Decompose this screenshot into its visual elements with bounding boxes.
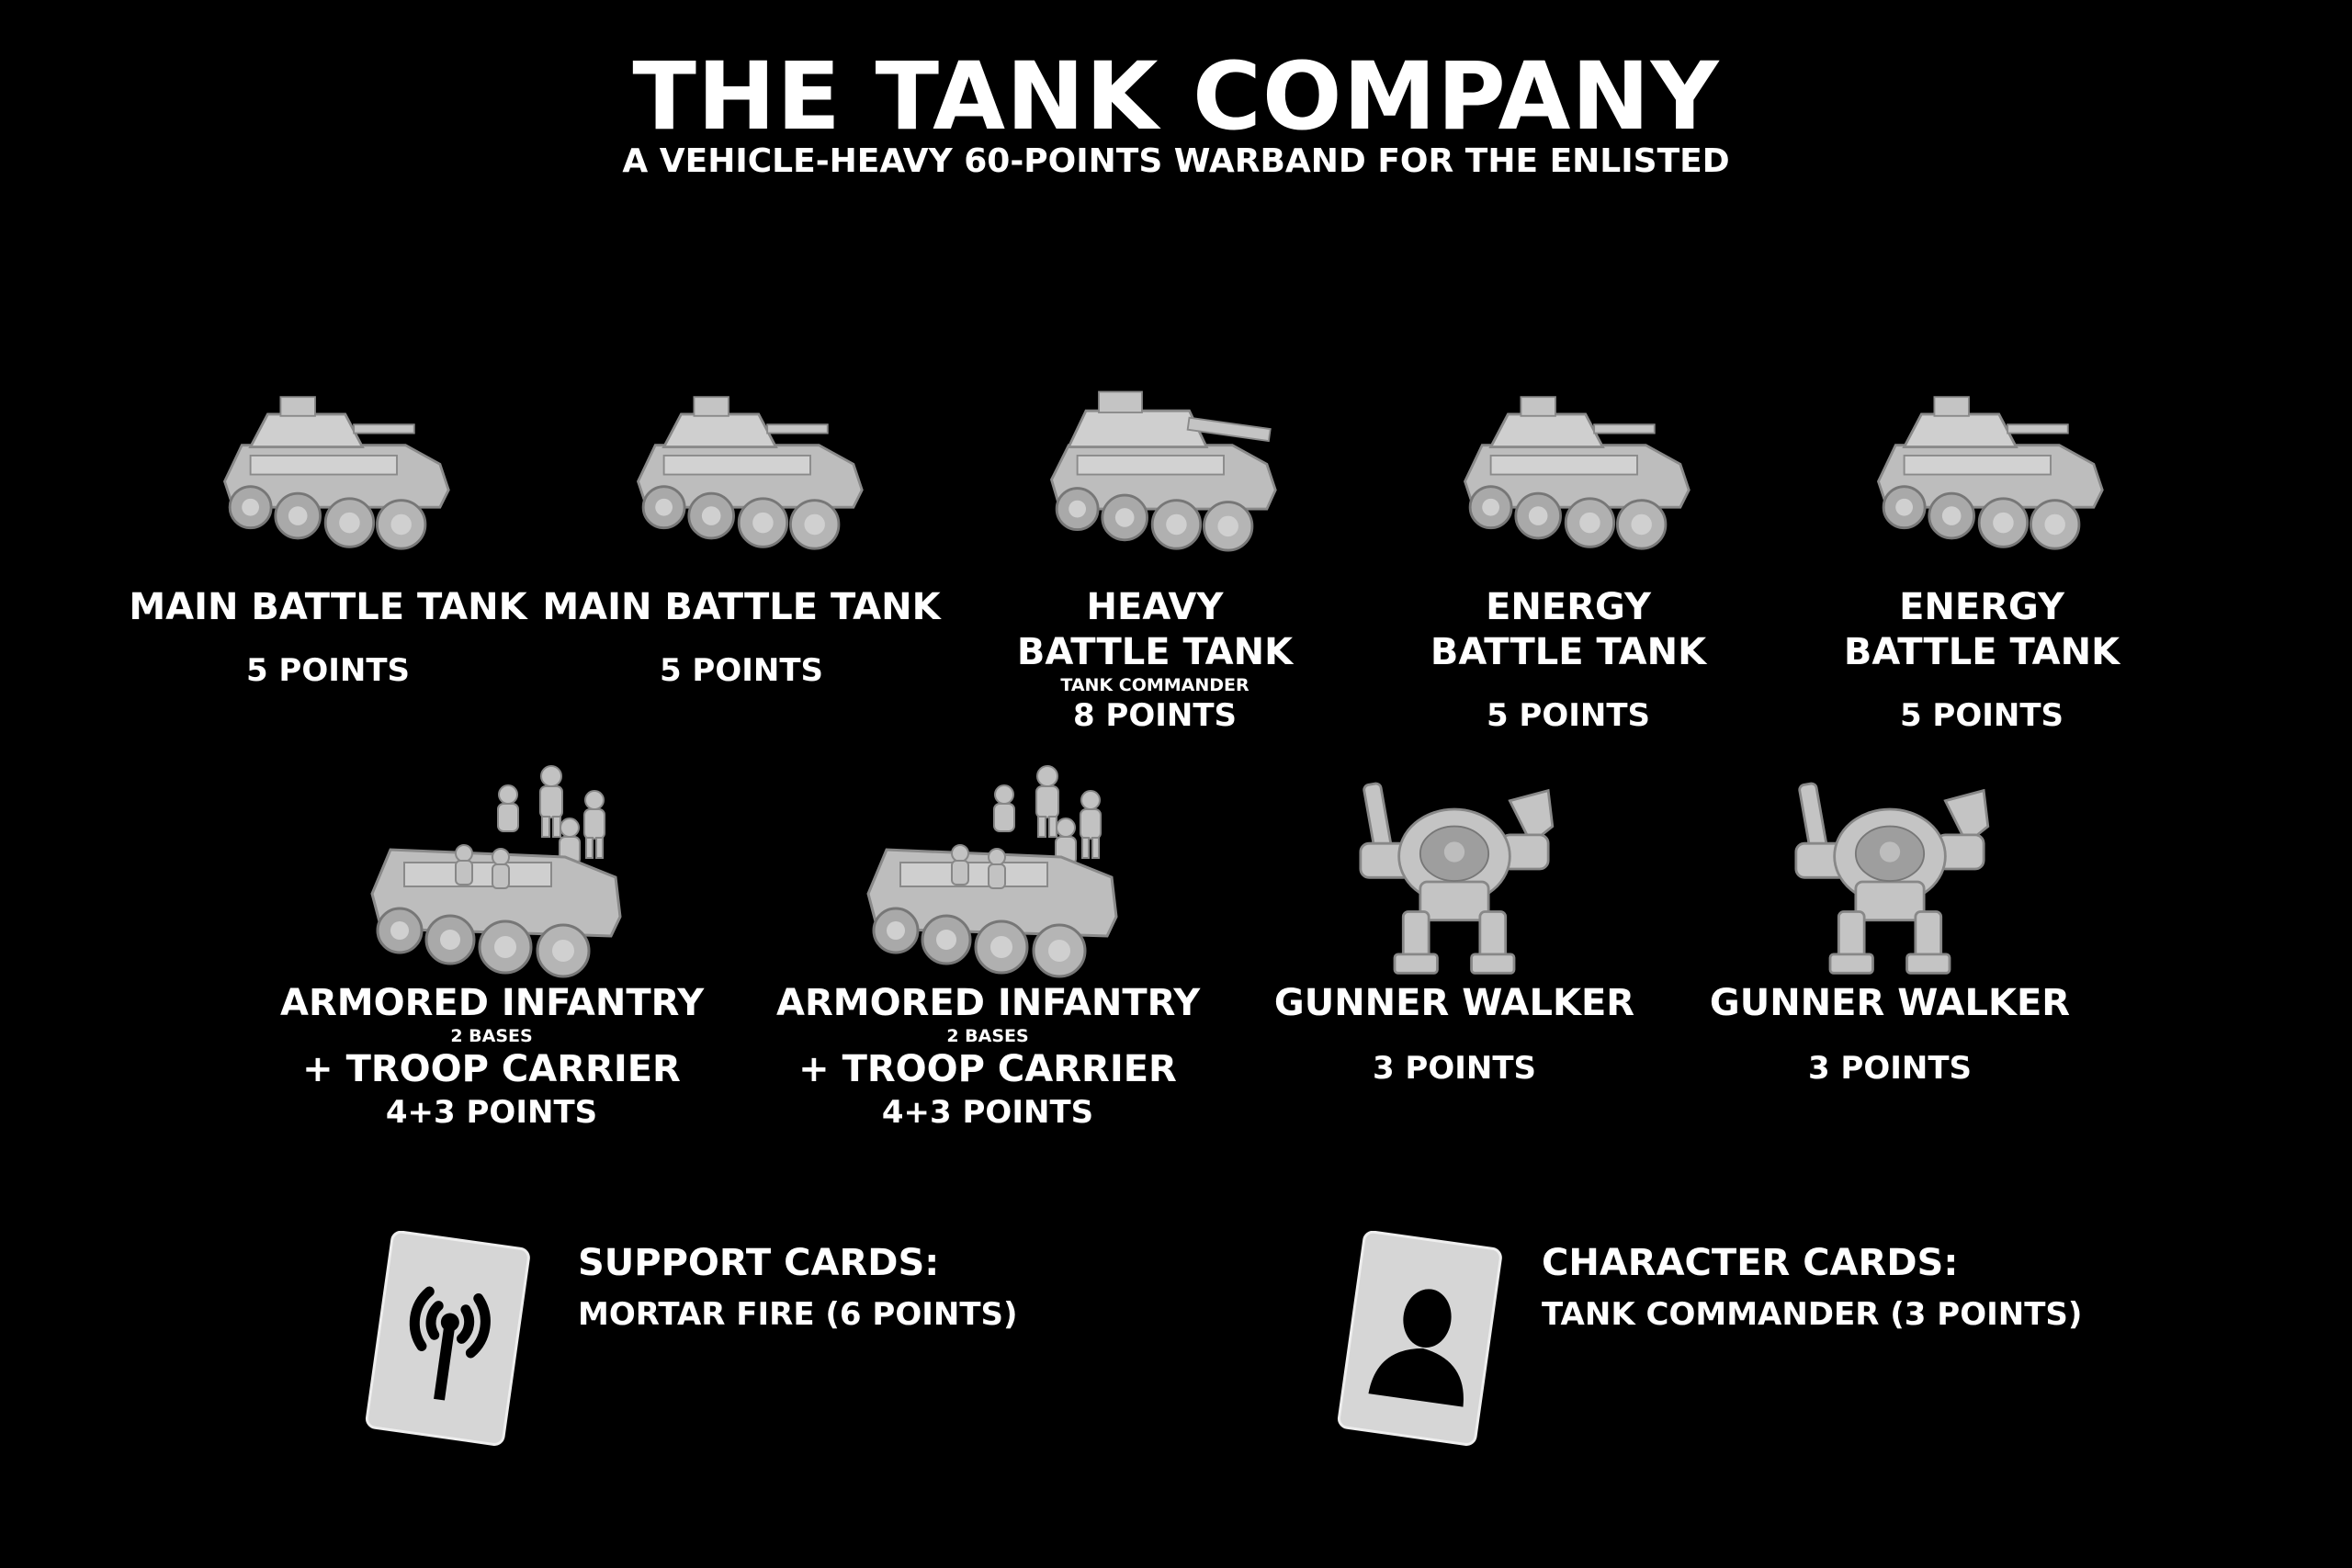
unit-name-line2: BATTLE TANK	[1016, 631, 1294, 673]
unit-points: 4+3 POINTS	[385, 1094, 598, 1131]
unit-name-line2: BATTLE TANK	[1843, 631, 2120, 673]
unit-name: MAIN BATTLE TANK	[542, 586, 941, 628]
unit-points: 5 POINTS	[659, 652, 824, 689]
unit-name-line2: BATTLE TANK	[1430, 631, 1707, 673]
unit-carrier: + TROOP CARRIER	[798, 1048, 1177, 1090]
tank-miniature-icon	[1877, 395, 2104, 550]
walker-mech-miniature-icon	[1794, 781, 1990, 975]
tank-miniature-icon	[1464, 395, 1690, 550]
unit-points: 5 POINTS	[245, 652, 411, 689]
unit-heavy-battle-tank: HEAVY BATTLE TANK TANK COMMANDER 8 POINT…	[944, 372, 1366, 736]
unit-points: 4+3 POINTS	[881, 1094, 1094, 1131]
troop-carrier-with-infantry-miniature-icon	[866, 764, 1118, 978]
character-card-item: TANK COMMANDER (3 POINTS)	[1542, 1296, 2083, 1333]
radio-antenna-card-icon	[365, 1231, 530, 1446]
walker-mech-miniature-icon	[1359, 781, 1555, 975]
unit-gunner-walker-1: GUNNER WALKER 3 POINTS	[1243, 770, 1666, 1089]
unit-main-battle-tank-1: MAIN BATTLE TANK 5 POINTS	[117, 372, 539, 691]
page-title: THE TANK COMPANY	[632, 42, 1720, 152]
unit-role: TANK COMMANDER	[1060, 675, 1250, 695]
tank-miniature-icon	[637, 395, 864, 550]
person-silhouette-card-icon	[1337, 1231, 1502, 1446]
troop-carrier-with-infantry-miniature-icon	[370, 764, 622, 978]
unit-points: 5 POINTS	[1486, 697, 1651, 734]
unit-bases: 2 BASES	[450, 1026, 533, 1046]
tank-miniature-icon	[223, 395, 450, 550]
unit-name: GUNNER WALKER	[1709, 982, 2071, 1024]
unit-armored-infantry-1: ARMORED INFANTRY 2 BASES + TROOP CARRIER…	[280, 756, 705, 1133]
heavy-tank-miniature-icon	[1050, 390, 1277, 552]
unit-gunner-walker-2: GUNNER WALKER 3 POINTS	[1679, 770, 2101, 1089]
support-card-item: MORTAR FIRE (6 POINTS)	[578, 1296, 1018, 1333]
unit-points: 8 POINTS	[1072, 697, 1238, 734]
unit-carrier: + TROOP CARRIER	[302, 1048, 681, 1090]
page-subtitle: A VEHICLE-HEAVY 60-POINTS WARBAND FOR TH…	[622, 142, 1730, 180]
unit-points: 5 POINTS	[1899, 697, 2064, 734]
unit-armored-infantry-2: ARMORED INFANTRY 2 BASES + TROOP CARRIER…	[776, 756, 1201, 1133]
unit-main-battle-tank-2: MAIN BATTLE TANK 5 POINTS	[530, 372, 953, 691]
unit-name: ARMORED INFANTRY	[280, 982, 705, 1024]
unit-name-line1: ENERGY	[1899, 586, 2064, 628]
unit-energy-battle-tank-2: ENERGY BATTLE TANK 5 POINTS	[1770, 372, 2193, 736]
unit-energy-battle-tank-1: ENERGY BATTLE TANK 5 POINTS	[1357, 372, 1780, 736]
unit-name: ARMORED INFANTRY	[776, 982, 1201, 1024]
unit-name-line1: HEAVY	[1086, 586, 1224, 628]
unit-points: 3 POINTS	[1807, 1050, 1973, 1087]
unit-bases: 2 BASES	[946, 1026, 1029, 1046]
support-cards-title: SUPPORT CARDS:	[578, 1242, 940, 1284]
unit-name: MAIN BATTLE TANK	[129, 586, 527, 628]
unit-points: 3 POINTS	[1372, 1050, 1537, 1087]
character-cards-title: CHARACTER CARDS:	[1542, 1242, 1959, 1284]
unit-name-line1: ENERGY	[1486, 586, 1651, 628]
unit-name: GUNNER WALKER	[1273, 982, 1635, 1024]
